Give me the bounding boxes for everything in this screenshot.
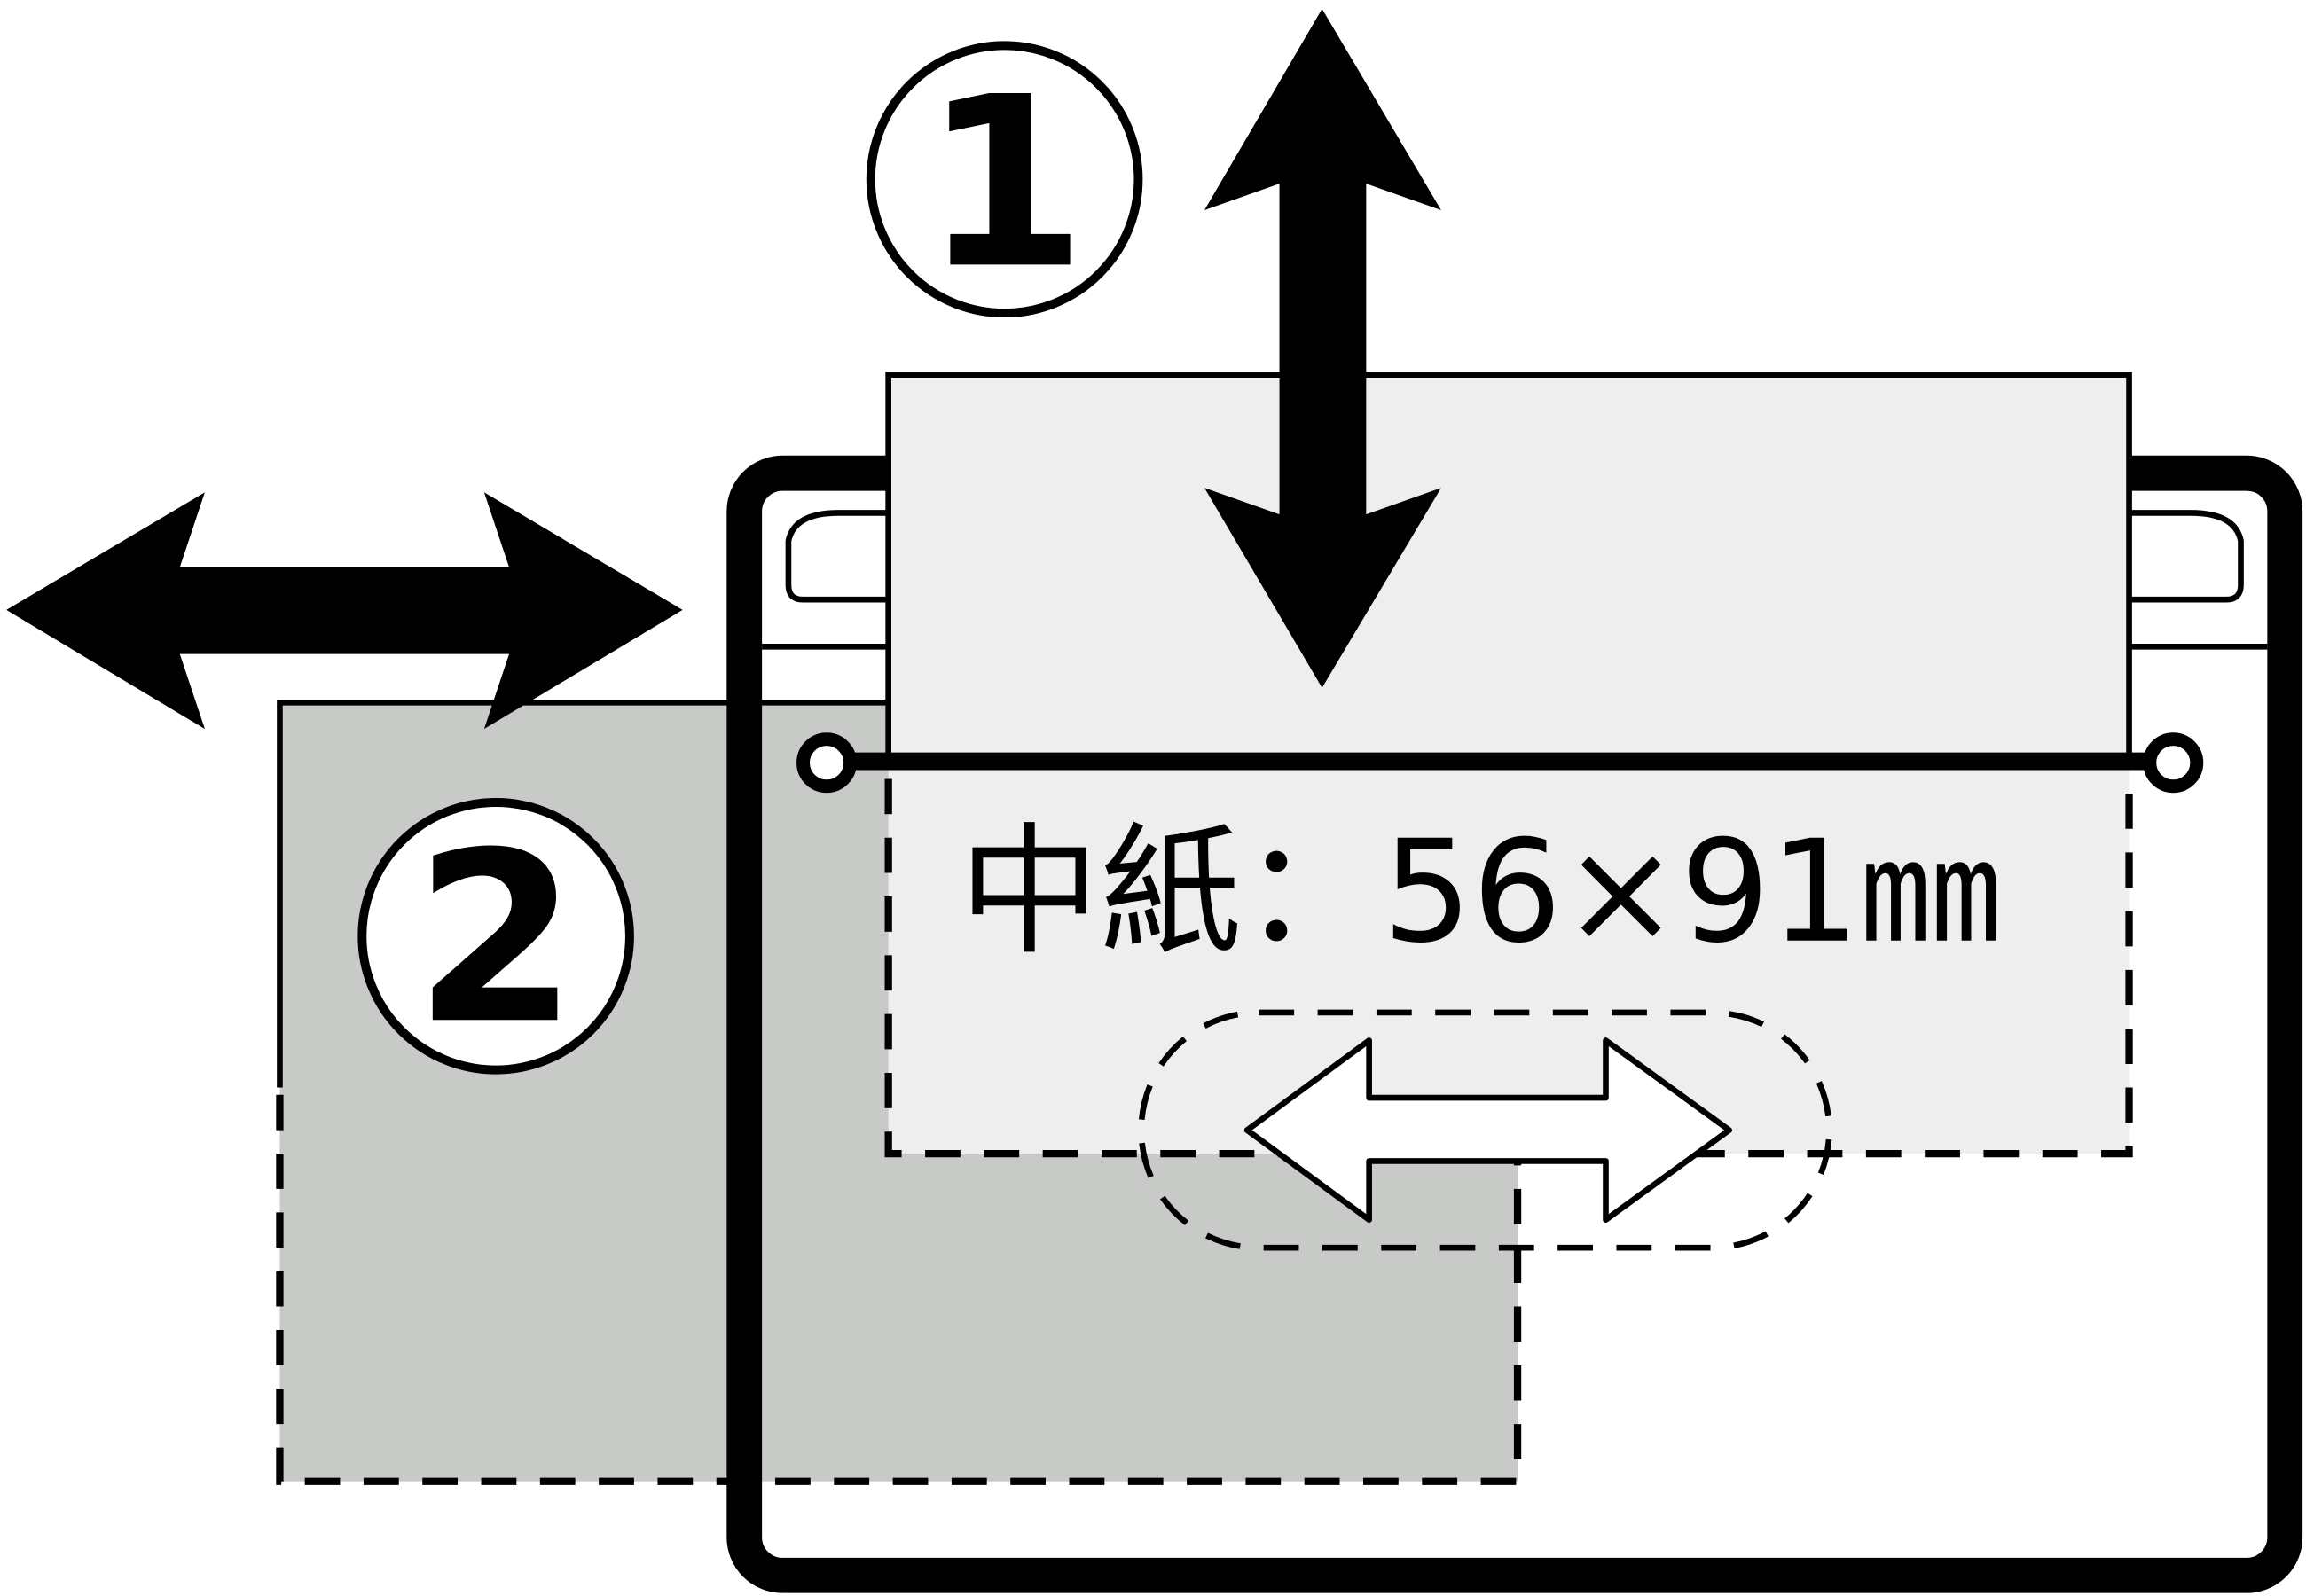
left-rivet-icon (796, 732, 858, 794)
step-2-marker: ② 2 (357, 798, 634, 1076)
insert-paper-size-label: 中紙：56×91㎜ (959, 810, 2001, 974)
step-2-number: 2 (414, 802, 578, 1076)
step-1-number: 1 (922, 46, 1086, 320)
clamp-bar (796, 732, 2204, 794)
right-rivet-icon (2143, 732, 2204, 794)
vertical-double-arrow-icon (1204, 8, 1441, 688)
horizontal-double-arrow-icon (6, 492, 683, 730)
right-slot-tab (2129, 510, 2244, 603)
left-slot-tab (785, 510, 889, 603)
step-1-marker: ① 1 (866, 41, 1143, 320)
slide-horizontal-outline-arrow-icon (1243, 1037, 1733, 1224)
